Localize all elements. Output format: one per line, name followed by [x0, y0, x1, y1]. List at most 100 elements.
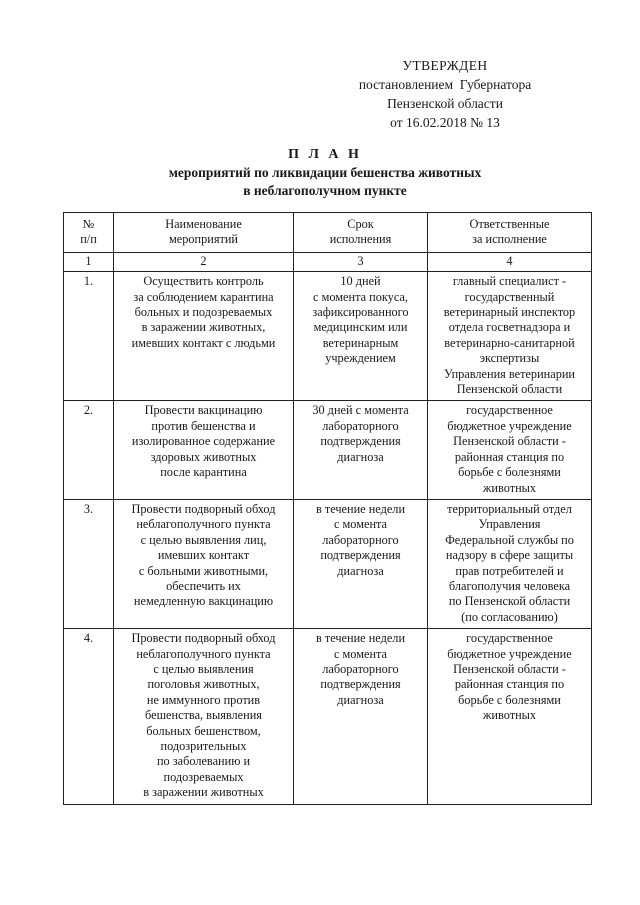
plan-table-wrapper: № п/п Наименование мероприятий Срок [63, 212, 592, 805]
cell-text-line: ветеринарно-санитарной [444, 335, 575, 350]
cell-text-line: лабораторного [322, 418, 399, 433]
cell-text-line: диагноза [337, 449, 384, 464]
cell-text-line: по Пензенской области [448, 594, 571, 609]
column-number-1: 1 [63, 251, 114, 273]
cell-text-line: 30 дней с момента [312, 403, 409, 418]
column-number-3: 3 [293, 251, 428, 273]
cell-text-line: государственное [466, 631, 553, 646]
cell-text-line: имевших контакт [157, 548, 250, 563]
cell-text-line: Управления [478, 517, 541, 532]
approval-block: УТВЕРЖДЕН постановлением Губернатора Пен… [300, 56, 590, 132]
cell-text-line: Пензенской области [456, 382, 563, 397]
cell-text-line: подозрительных [160, 739, 247, 753]
header-responsible-line-2: за исполнение [472, 232, 547, 247]
approval-line-2: постановлением Губернатора [358, 77, 532, 92]
cell-text-line: с целью выявления лиц, [140, 532, 267, 547]
cell-text-line: подтверждения [320, 677, 401, 692]
cell-text-line: в течение недели [315, 631, 406, 646]
header-measure-line-1: Наименование [165, 217, 242, 231]
header-cell-measure: Наименование мероприятий [113, 212, 294, 253]
header-cell-responsible: Ответственные за исполнение [427, 212, 592, 253]
cell-text-line: Осуществить контроль [143, 274, 264, 289]
cell-text-line: учреждением [325, 351, 396, 366]
cell-text-line: изолированное содержание [131, 434, 276, 449]
cell-text-line: Управления ветеринарии [443, 366, 576, 381]
row-number: 2. [63, 400, 114, 500]
approval-line-3: Пензенской области [387, 96, 503, 111]
row-number: 4. [63, 628, 114, 805]
cell-text-line: борьбе с болезнями [458, 692, 561, 707]
cell-text-line: лабораторного [322, 661, 399, 676]
approval-line-4: от 16.02.2018 № 13 [390, 115, 500, 130]
header-term-line-1: Срок [347, 217, 374, 231]
cell-text-line: зафиксированного [312, 305, 409, 320]
cell-text-line: диагноза [337, 563, 384, 578]
cell-text-line: ветеринарным [322, 335, 399, 350]
cell-text-line: здоровых животных [150, 449, 257, 464]
cell-text-line: с момента покуса, [313, 289, 408, 304]
header-number-line-1: № [82, 217, 95, 231]
cell-text-line: бюджетное учреждение [447, 646, 572, 661]
cell-text-line: отдела госветнадзора и [448, 320, 571, 335]
cell-text-line: немедленную вакцинацию [133, 594, 274, 609]
row-number: 3. [63, 498, 114, 630]
cell-text-line: с момента [333, 517, 388, 532]
page-title: П Л А Н мероприятий по ликвидации бешенс… [60, 145, 590, 200]
header-cell-number: № п/п [63, 212, 114, 253]
cell-text-line: подтверждения [320, 434, 401, 449]
cell-text-line: подтверждения [320, 548, 401, 563]
cell-text-line: неблагополучного пункта [136, 517, 271, 532]
cell-text-line: против бешенства и [151, 418, 256, 433]
header-row: № п/п Наименование мероприятий Срок [63, 212, 592, 253]
cell-text-line: обеспечить их [166, 578, 241, 593]
header-term-line-2: исполнения [329, 232, 392, 247]
cell-text-line: медицинским или [313, 320, 408, 335]
column-number-4: 4 [427, 251, 592, 273]
cell-text-line: в заражении животных [143, 785, 264, 800]
cell-text-line: после карантина [160, 465, 247, 480]
cell-text-line: по заболеванию и [156, 754, 251, 769]
cell-text-line: не иммунного против [146, 692, 261, 707]
cell-text-line: Провести подворный обход [131, 631, 276, 646]
cell-text-line: с момента [333, 646, 388, 661]
cell-text-line: надзору в сфере защиты [445, 548, 574, 563]
cell-text-line: 10 дней [340, 274, 381, 289]
title-subtitle-line-1: мероприятий по ликвидации бешенства живо… [168, 165, 482, 180]
cell-text-line: подозреваемых [163, 769, 244, 784]
column-number-2: 2 [113, 251, 294, 273]
cell-text-line: за соблюдением карантина [133, 289, 274, 304]
cell-text-line: государственный [464, 289, 555, 304]
cell-text-line: животных [482, 708, 537, 723]
header-number-line-2: п/п [80, 232, 97, 247]
cell-text-line: Федеральной службы по [445, 532, 574, 547]
cell-text-line: (по согласованию) [461, 609, 558, 624]
cell-text-line: бюджетное учреждение [447, 418, 572, 433]
cell-text-line: в заражении животных, [141, 320, 266, 335]
header-measure-line-2: мероприятий [168, 232, 239, 247]
cell-text-line: Пензенской области - [453, 434, 566, 449]
cell-text-line: ветеринарный инспектор [443, 305, 576, 320]
cell-text-line: районная станция по [454, 677, 565, 692]
cell-text-line: прав потребителей и [455, 563, 564, 578]
cell-text-line: с целью выявления [153, 661, 254, 676]
cell-text-line: имевших контакт с людьми [131, 335, 276, 350]
cell-text-line: с больными животными, [138, 563, 269, 578]
cell-text-line: территориальный отдел [447, 501, 572, 516]
